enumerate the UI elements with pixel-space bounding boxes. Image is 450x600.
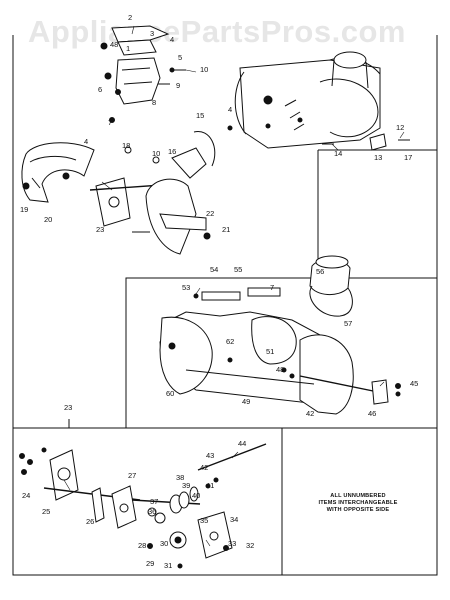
callout-number: 19	[20, 205, 28, 214]
callout-number: 37	[150, 497, 158, 506]
callout-number: 48	[276, 365, 284, 374]
callout-number: 31	[164, 561, 172, 570]
callout-number: 15	[196, 111, 204, 120]
callout-number: 42	[306, 409, 314, 418]
callout-number: 40	[192, 491, 200, 500]
discharge-chute-parts	[100, 25, 186, 123]
auger-assembly	[159, 255, 401, 415]
callout-number: 54	[210, 265, 218, 274]
callout-number: 21	[222, 225, 230, 234]
callout-number: 26	[86, 517, 94, 526]
callout-number: 25	[42, 507, 50, 516]
callout-number: 39	[182, 481, 190, 490]
callout-number: 32	[246, 541, 254, 550]
note-line-2: ITEMS INTERCHANGEABLE	[318, 500, 398, 507]
note-line-3: WITH OPPOSITE SIDE	[326, 507, 390, 514]
callout-number: 4	[170, 35, 174, 44]
callout-number: 62	[226, 337, 234, 346]
callout-number: 51	[266, 347, 274, 356]
callout-number: 18	[122, 141, 130, 150]
callout-number: 38	[176, 473, 184, 482]
callout-number: 10	[200, 65, 208, 74]
callout-number: 46	[368, 409, 376, 418]
callout-number: 43	[206, 451, 214, 460]
callout-number: 60	[166, 389, 174, 398]
callout-number: 24	[22, 491, 30, 500]
callout-number: 20	[44, 215, 52, 224]
callout-number: 8	[152, 98, 156, 107]
callout-number: 55	[234, 265, 242, 274]
auger-housing	[234, 51, 410, 151]
callout-number: 30	[160, 539, 168, 548]
panel-frames	[12, 35, 438, 576]
callout-number: 35	[200, 516, 208, 525]
callout-number: 5	[178, 53, 182, 62]
gear-box-exploded	[19, 443, 267, 569]
callout-number: 17	[404, 153, 412, 162]
callout-number: 23	[64, 403, 72, 412]
callout-number: 48	[110, 40, 118, 49]
callout-number: 56	[316, 267, 324, 276]
callout-number: 12	[396, 123, 404, 132]
callout-number: 34	[230, 515, 238, 524]
callout-number: 57	[344, 319, 352, 328]
callout-number: 42	[200, 463, 208, 472]
callout-number: 16	[168, 147, 176, 156]
callout-number: 4	[84, 137, 88, 146]
callout-number: 33	[228, 539, 236, 548]
callout-number: 4	[228, 105, 232, 114]
callout-number: 22	[206, 209, 214, 218]
callout-number: 10	[152, 149, 160, 158]
callout-number: 29	[146, 559, 154, 568]
callout-number: 7	[108, 118, 112, 127]
leader-lines	[63, 25, 405, 547]
callout-number: 9	[176, 81, 180, 90]
callout-number: 14	[334, 149, 342, 158]
side-plate-and-gear-case	[21, 125, 233, 255]
callout-number: 6	[98, 85, 102, 94]
callout-number: 28	[138, 541, 146, 550]
callout-number: 23	[96, 225, 104, 234]
callout-number: 2	[128, 13, 132, 22]
callout-number: 1	[126, 44, 130, 53]
callout-number: 53	[182, 283, 190, 292]
callout-number: 27	[128, 471, 136, 480]
callout-number: 36	[148, 507, 156, 516]
callout-number: 45	[410, 379, 418, 388]
callout-number: 49	[242, 397, 250, 406]
callout-number: 7	[270, 283, 274, 292]
watermark: AppliancePartsPros.com	[28, 14, 406, 49]
interchangeable-parts-note: ALL UNNUMBERED ITEMS INTERCHANGEABLE WIT…	[296, 493, 420, 515]
callout-number: 44	[238, 439, 246, 448]
callout-number: 41	[206, 481, 214, 490]
note-line-1: ALL UNNUMBERED	[330, 493, 386, 499]
callout-number: 3	[150, 29, 154, 38]
callout-number: 13	[374, 153, 382, 162]
